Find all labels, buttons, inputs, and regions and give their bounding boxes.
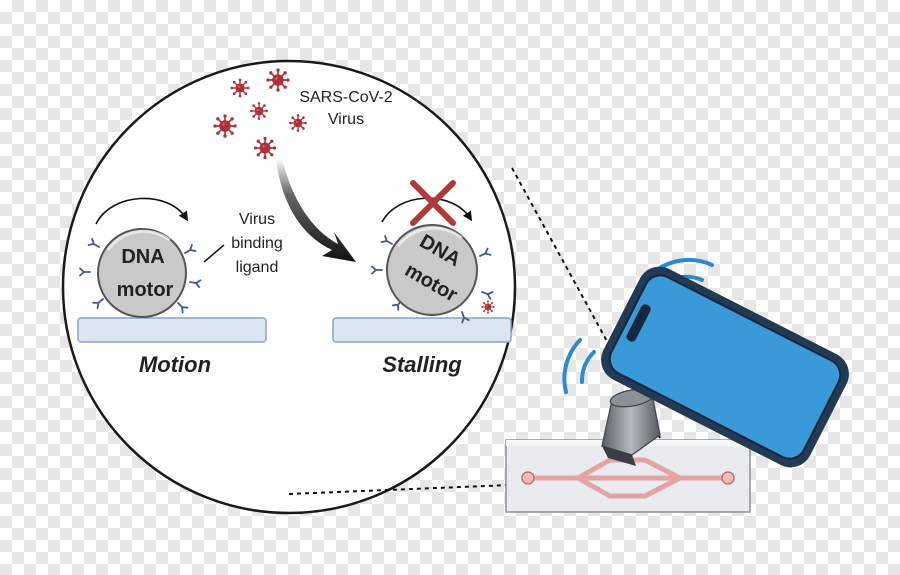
dna-motor-label-line2: motor bbox=[117, 279, 174, 301]
ligand-pointer-line bbox=[203, 244, 225, 263]
dna-motor-left bbox=[97, 228, 187, 318]
surface-left bbox=[77, 317, 267, 343]
binding-arrow bbox=[276, 158, 356, 262]
rotation-arrow-left bbox=[95, 197, 189, 225]
ligand-label-line1: Virus bbox=[239, 211, 275, 228]
virus-icon bbox=[265, 67, 291, 93]
state-label-stalling: Stalling bbox=[382, 352, 462, 377]
wifi-signal-left bbox=[562, 338, 596, 394]
stop-cross-icon bbox=[410, 180, 456, 226]
smartphone bbox=[601, 266, 849, 468]
dna-motor-label-line1: DNA bbox=[121, 246, 164, 268]
virus-name-line2: Virus bbox=[328, 111, 364, 128]
ligand-label-line2: binding bbox=[231, 235, 283, 252]
zoom-line-upper bbox=[511, 167, 683, 479]
microfluidic-channel bbox=[521, 457, 735, 499]
zoom-line-lower bbox=[288, 477, 683, 495]
virus-icon bbox=[229, 77, 251, 99]
virus-name-line1: SARS-CoV-2 bbox=[299, 89, 392, 106]
bound-virus-icon bbox=[480, 299, 496, 315]
virus-icon bbox=[288, 113, 308, 133]
magnification-circle bbox=[61, 59, 517, 515]
virus-icon bbox=[249, 101, 269, 121]
dna-motor-right bbox=[386, 224, 478, 316]
ligand-label-line3: ligand bbox=[236, 259, 279, 276]
state-label-motion: Motion bbox=[139, 352, 211, 377]
virus-icon bbox=[253, 136, 277, 160]
surface-right bbox=[332, 317, 512, 343]
virus-icon bbox=[212, 113, 238, 139]
